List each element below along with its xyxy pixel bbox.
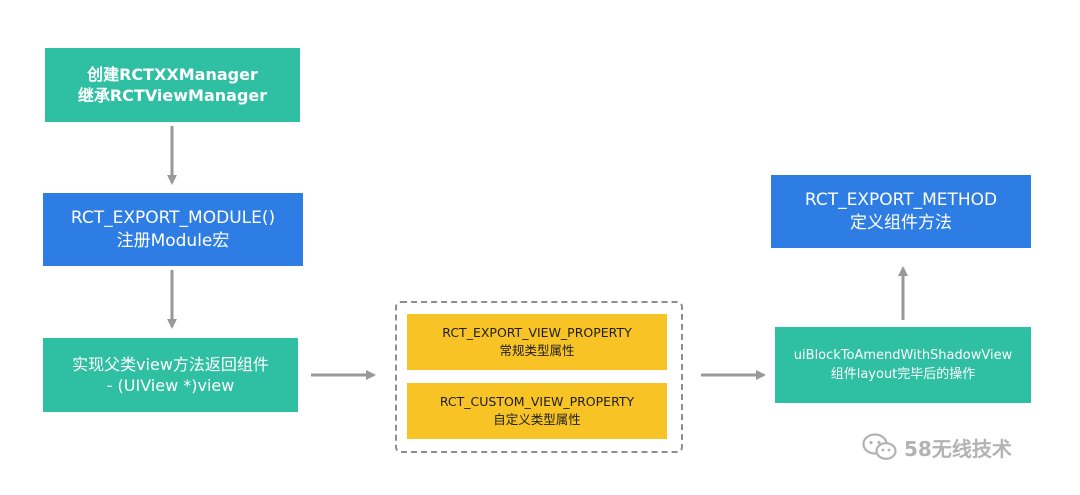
export-method-line1: RCT_EXPORT_METHOD <box>804 190 998 211</box>
export-method-box: RCT_EXPORT_METHOD 定义组件方法 <box>771 175 1031 248</box>
watermark-text: 58无线技术 <box>904 436 1012 461</box>
export-module-box: RCT_EXPORT_MODULE() 注册Module宏 <box>43 193 303 266</box>
view-method-line1: 实现父类view方法返回组件 <box>72 354 269 374</box>
shadow-view-line2: 组件layout完毕后的操作 <box>830 367 976 382</box>
shadow-view-box: uiBlockToAmendWithShadowView 组件layout完毕后… <box>775 327 1031 403</box>
view-method-line2: - (UIView *)view <box>106 376 235 395</box>
wechat-icon <box>862 433 897 460</box>
property-group-border <box>395 301 683 453</box>
custom-view-property-line2: 自定义类型属性 <box>493 412 581 427</box>
shadow-view-line1: uiBlockToAmendWithShadowView <box>793 347 1013 363</box>
create-manager-line1: 创建RCTXXManager <box>87 64 258 84</box>
watermark: 58无线技术 <box>862 431 1012 463</box>
custom-view-property-line1: RCT_CUSTOM_VIEW_PROPERTY <box>439 393 635 409</box>
export-view-property-box: RCT_EXPORT_VIEW_PROPERTY 常规类型属性 <box>407 314 667 370</box>
export-method-line2: 定义组件方法 <box>850 212 952 233</box>
export-module-line2: 注册Module宏 <box>116 230 230 251</box>
export-module-line1: RCT_EXPORT_MODULE() <box>70 208 276 229</box>
view-method-box: 实现父类view方法返回组件 - (UIView *)view <box>43 338 298 412</box>
custom-view-property-box: RCT_CUSTOM_VIEW_PROPERTY 自定义类型属性 <box>407 383 667 439</box>
create-manager-box: 创建RCTXXManager 继承RCTViewManager <box>45 48 300 122</box>
export-view-property-line2: 常规类型属性 <box>499 343 575 358</box>
create-manager-line2: 继承RCTViewManager <box>77 86 268 105</box>
export-view-property-line1: RCT_EXPORT_VIEW_PROPERTY <box>442 324 632 340</box>
